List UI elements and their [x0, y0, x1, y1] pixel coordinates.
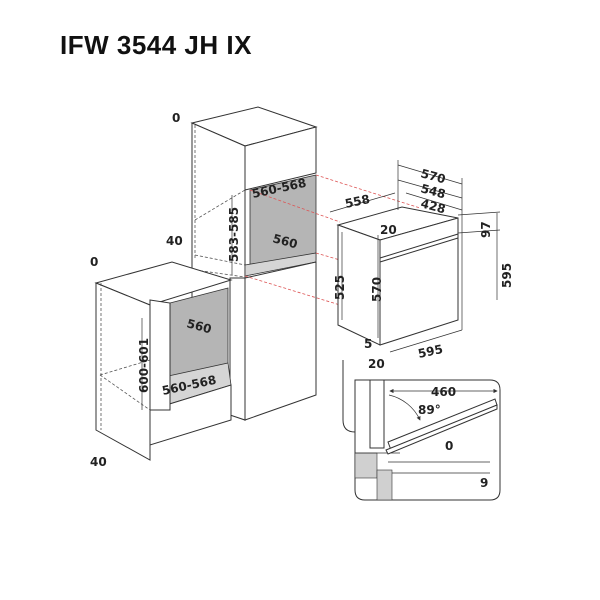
under-niche-height-label: 600-601: [137, 338, 151, 393]
door-gap-top-label: 0: [445, 439, 453, 453]
oven-panel-height-label: 97: [479, 221, 493, 238]
oven-front-width-label: 595: [417, 342, 444, 361]
tall-bottom-offset-label: 40: [166, 234, 183, 248]
oven-width-total-label: 570: [419, 166, 447, 186]
tall-niche-depth-label: 560: [271, 231, 299, 251]
under-niche-depth-label: 560: [185, 316, 213, 336]
door-gap-bottom-label: 9: [480, 476, 488, 490]
oven-bottom-gap-label: 5: [364, 337, 372, 351]
oven-width-mid-label: 548: [419, 181, 447, 201]
under-top-clearance-label: 0: [90, 255, 98, 269]
oven: [336, 206, 459, 346]
model-title: IFW 3544 JH IX: [60, 30, 252, 60]
oven-depth-label: 558: [344, 192, 371, 211]
dimension-lines: [141, 160, 501, 410]
oven-front-height-label: 570: [370, 277, 384, 302]
oven-side-offset-label: 20: [368, 357, 385, 371]
oven-body-height-label: 525: [333, 275, 347, 300]
under-bottom-offset-label: 40: [90, 455, 107, 469]
tall-top-clearance-label: 0: [172, 111, 180, 125]
under-counter-cabinet: [94, 261, 233, 461]
oven-front-offset-label: 20: [380, 223, 397, 237]
door-angle-label: 89°: [418, 403, 441, 417]
oven-total-height-label: 595: [500, 263, 514, 288]
door-detail: [342, 360, 501, 501]
oven-width-inner-label: 428: [419, 196, 447, 216]
tall-niche-height-label: 583-585: [227, 207, 241, 262]
projection-lines: [244, 174, 421, 306]
door-length-label: 460: [431, 385, 456, 399]
